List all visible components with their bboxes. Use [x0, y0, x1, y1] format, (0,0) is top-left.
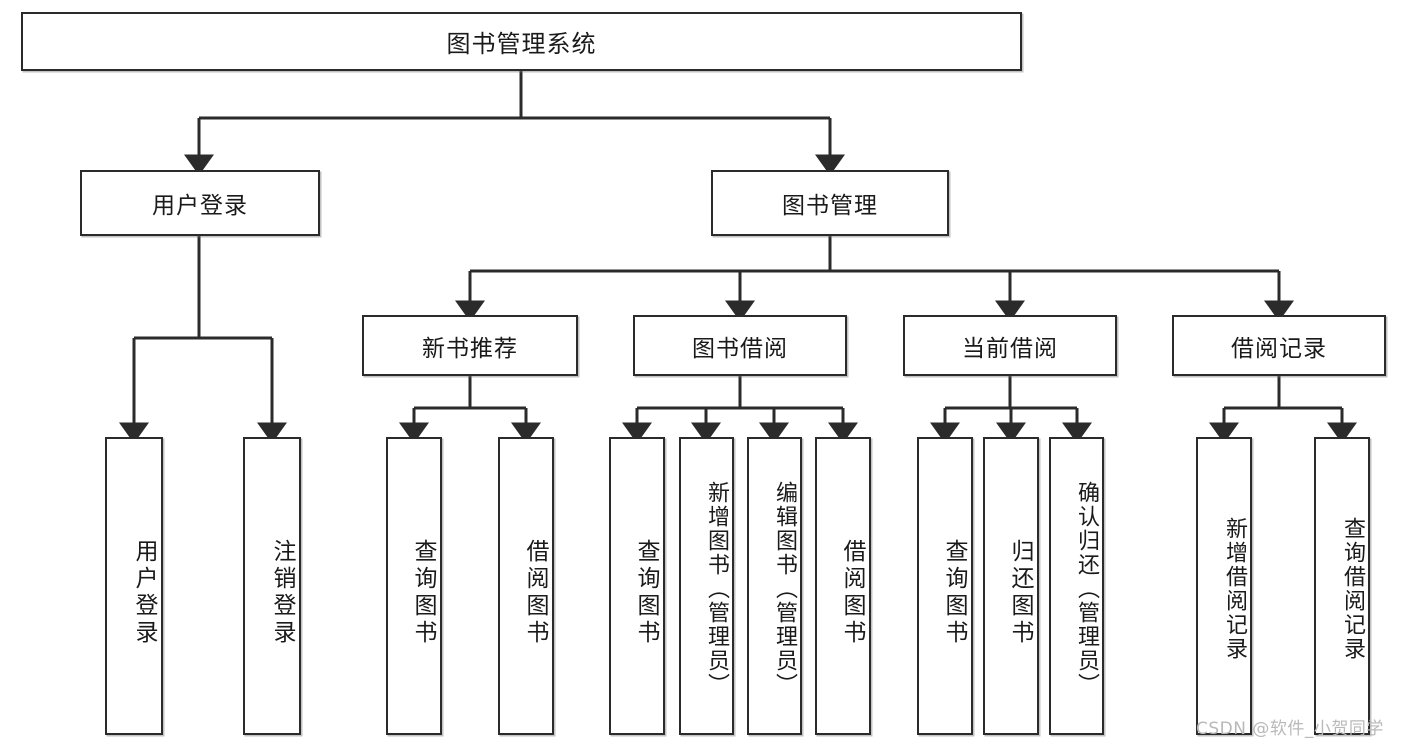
leaf-user-login[interactable]: 用户登录	[105, 437, 163, 735]
node-borrow-record[interactable]: 借阅记录	[1172, 315, 1386, 376]
leaf-logout[interactable]: 注销登录	[243, 437, 301, 735]
leaf-borrow-book-2[interactable]: 借阅图书	[815, 437, 871, 735]
node-book-borrow[interactable]: 图书借阅	[633, 315, 847, 376]
csdn-watermark: CSDN @软件_小贺同学	[1196, 719, 1384, 739]
leaf-add-book[interactable]: 新增图书（管理员）	[679, 437, 734, 735]
node-book-manage[interactable]: 图书管理	[711, 170, 949, 236]
leaf-query-record[interactable]: 查询借阅记录	[1314, 437, 1370, 735]
leaf-borrow-book-1[interactable]: 借阅图书	[498, 437, 554, 735]
leaf-add-record[interactable]: 新增借阅记录	[1196, 437, 1252, 735]
node-current-borrow[interactable]: 当前借阅	[903, 315, 1117, 376]
leaf-return-book[interactable]: 归还图书	[983, 437, 1039, 735]
leaf-query-book-3[interactable]: 查询图书	[917, 437, 973, 735]
leaf-confirm-return[interactable]: 确认归还（管理员）	[1049, 437, 1104, 735]
node-root[interactable]: 图书管理系统	[21, 12, 1022, 71]
leaf-query-book-2[interactable]: 查询图书	[609, 437, 665, 735]
node-user-login[interactable]: 用户登录	[80, 170, 320, 236]
leaf-edit-book[interactable]: 编辑图书（管理员）	[747, 437, 802, 735]
node-new-book-recommend[interactable]: 新书推荐	[362, 315, 578, 376]
leaf-query-book-1[interactable]: 查询图书	[386, 437, 442, 735]
